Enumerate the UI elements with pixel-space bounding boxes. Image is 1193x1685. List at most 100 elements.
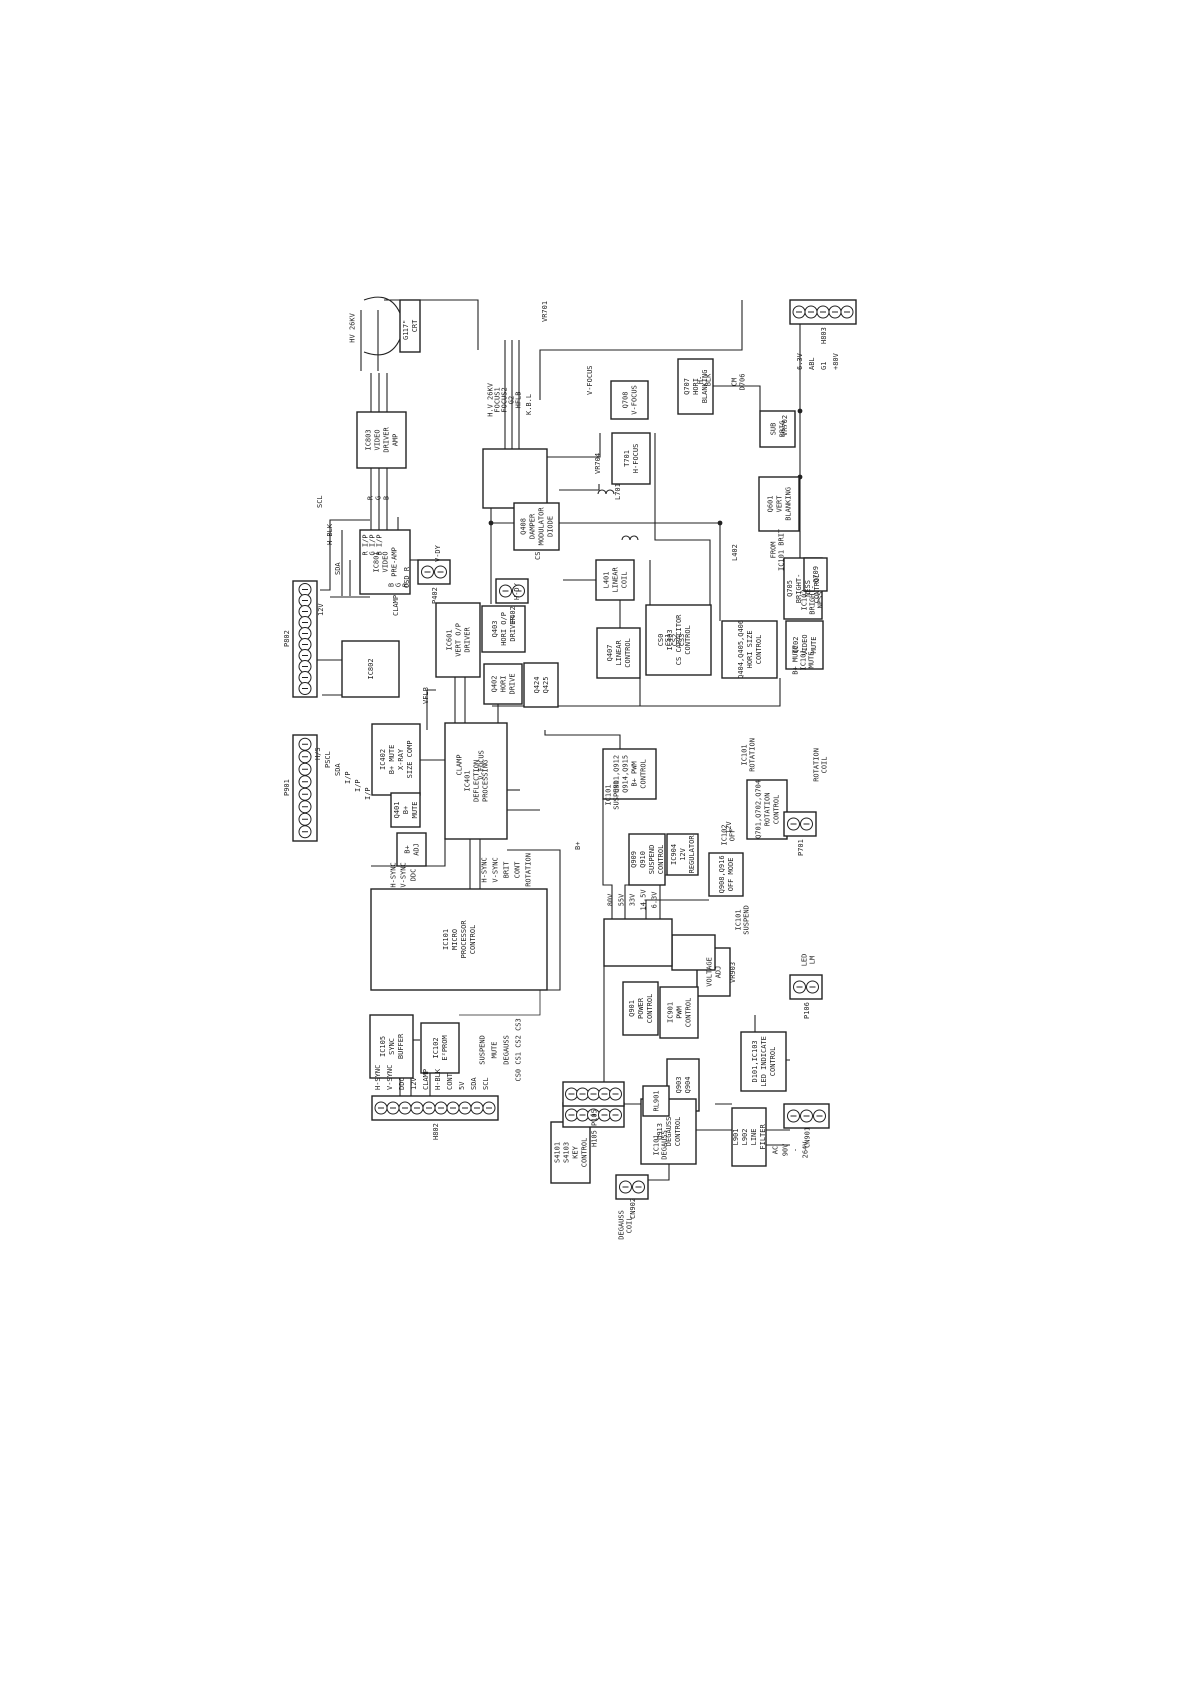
rotation-control-line-0: Q701,Q702,Q704 [755,780,763,839]
q408-damper-modulator-line-2: MODULATOR [538,507,546,546]
ic105-sync-buffer-line-0: IC105 [379,1036,387,1057]
wire [713,385,761,411]
led-indicate-control-line-0: D101,IC103 [751,1040,759,1082]
sub-brig-line-1: BRIG [779,421,787,438]
sub-brig-line-0: SUB [770,423,778,436]
crt-line-0: 17" [402,320,410,333]
p402-connector-hdy [495,578,529,604]
q601-vert-blanking-line-1: VERT [776,495,784,513]
ic402-bplus-mute-line-1: B+ MUTE [388,745,396,775]
q908-off-mode [708,852,744,897]
q404-hori-size-line-2: CONTROL [755,635,763,665]
h105-connector-label: H105 [591,1130,599,1147]
q402-hori-drive-line-0: Q402 [491,676,499,693]
p901-pin-label-5: I/P [364,787,372,800]
q424-q425 [523,662,559,708]
s4101-key-control-line-3: CONTROL [581,1138,589,1168]
l401-linear-coil-line-0: L401 [603,572,611,589]
q707-hori-blanking-line-2: BLANKING [701,370,709,404]
ic101-bottom-line-1: MUTE [491,1042,499,1059]
vdy-label: V-DY [434,544,442,562]
t701-h-focus [611,432,651,485]
q901-power-control-line-0: Q901 [628,1000,636,1017]
wire [645,899,709,919]
q404-hori-size-line-1: HORI SIZE [746,630,754,668]
p802-connector [292,580,318,698]
h803-connector-label: H803 [820,327,828,344]
h802-pin-label-4: CLAMP [422,1069,430,1090]
osd-input-line-2: R [402,582,410,587]
q913-degauss-control-line-2: CONTROL [674,1117,682,1147]
cs-inputs-line-1: CS1 [664,634,672,647]
q909-suspend-control-line-1: Q910 [639,851,647,868]
q401-bplus-mute-line-1: B+ [402,806,410,814]
ic101-output-line-2: BRIT [503,861,511,879]
q702-video-mute-line-2: MUTE [810,637,818,654]
ac-input-label-line-0: AC [772,1146,780,1154]
ic904-regulator-line-1: 12V [679,847,687,860]
p106-connector-label: P106 [803,1002,811,1019]
cs-inputs-line-0: CS0 [657,634,665,647]
ic101-micro-processor-line-3: CONTROL [469,925,477,955]
ic402-bplus-mute-line-0: IC402 [379,749,387,770]
l701-label: L701 [614,483,622,500]
h803-pin-label-1: ABL [808,357,816,370]
blocks-layer [292,299,857,1200]
ic803-video-driver-amp-line-1: VIDEO [374,429,382,450]
ic402-bplus-mute [371,723,421,796]
rl901-relay-line-0: RL901 [653,1090,661,1111]
ic402-bplus-mute-line-2: X-RAY [397,748,405,770]
signal-label-6: G1 [402,332,410,340]
q707-hori-blanking [677,358,714,415]
video-mute-input-line-1: IC101 [800,649,808,670]
vr704-label: VR704 [594,453,602,474]
q901-power-control [622,981,659,1036]
q601-vert-blanking-line-0: Q601 [767,496,775,513]
q403-hori-driver-line-0: Q403 [491,621,499,638]
ic101-input-line-1: V-SYNC [400,862,408,887]
led-indicate-control [740,1031,787,1092]
ic401-deflection-processing [444,722,508,840]
crt-line-1: CRT [411,319,419,332]
ic101-bottom-line-3: CS0 CS1 CS2 CS3 [515,1018,523,1081]
t402-output-line-2: FOCUS2 [501,387,509,412]
signal-label-4: OSD R [403,566,411,588]
ic803-video-driver-amp-line-2: DRIVER [383,427,391,453]
led-indicate-control-line-1: LED INDICATE [760,1036,768,1087]
p105-connector-label: P105 [591,1109,599,1126]
q408-damper-modulator-line-3: DIODE [547,516,555,537]
h802-pin-label-0: H-SYNC [374,1065,382,1090]
off-input-line-1: OFF [729,829,737,842]
ic101-output-line-3: CONT [514,861,522,879]
ic102-bright-label-line-1: BRIGHT- [809,585,817,615]
video-mute-input-line-0: B+ MUTE [792,645,800,675]
wire [371,838,446,867]
rotation-input-line-1: ROTATION [749,738,757,772]
video-output-line-0: R [367,495,375,500]
p901-pin-label-1: PSCL [324,751,332,768]
ic803-video-driver-amp [356,411,407,469]
p701-connector [783,811,817,837]
cn901-connector [783,1103,830,1129]
suspend-input-line-1: SUSPEND [613,780,621,810]
off-input-line-0: IC102 [721,824,729,845]
hblk-label-line-1: BLK [705,373,713,386]
t901-outputs-line-2: 33V [629,893,637,906]
wire [559,484,600,491]
ic902-optocoupler [671,934,716,971]
ic802-line-0: IC802 [367,658,375,679]
q909-suspend-control-line-3: CONTROL [657,845,665,875]
wire [426,689,436,730]
h802-pin-label-9: SCL [482,1077,490,1090]
q709 [803,557,828,592]
q702-video-mute-line-0: Q702 [792,637,800,654]
ic102-bright-label-line-0: IC102 [801,589,809,610]
q404-hori-size [721,620,778,679]
h802-pin-label-2: DDC [398,1077,406,1090]
h802-connector [371,1095,499,1121]
t402-output-line-4: HFLB [515,392,523,409]
cn902-connector-label: CN902 [629,1198,637,1219]
bplus-adj-line-0: B+ [404,845,412,853]
wire [507,849,561,991]
